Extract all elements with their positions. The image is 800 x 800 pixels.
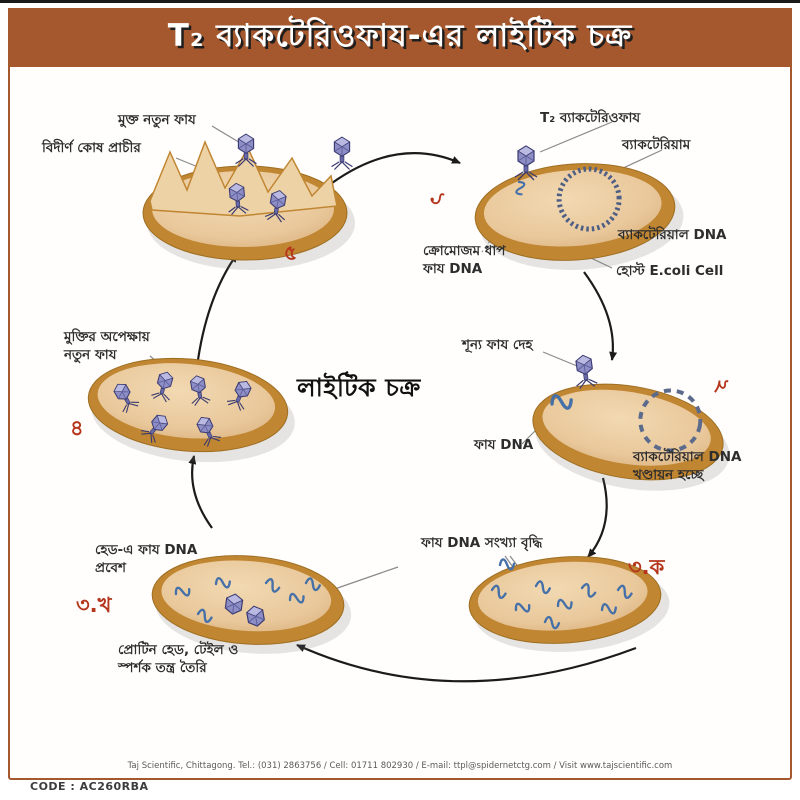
publisher-contact-line: Taj Scientific, Chittagong. Tel.: (031) …: [127, 761, 673, 771]
label-chromosome-phage-dna: ক্রোমোজম ধাপ ফায DNA: [423, 243, 506, 277]
label-empty-phage-body: শূন্য ফায দেহ: [462, 337, 533, 353]
label-phages-awaiting-release: মুক্তির অপেক্ষায় নতুন ফায: [64, 329, 150, 363]
label-dna-replication: ফায DNA সংখ্যা বৃদ্ধি: [421, 535, 543, 551]
cycle-arrows: [188, 152, 637, 683]
bacterial-dna-ring: [556, 166, 622, 232]
stage-3b-number: ৩.খ: [76, 593, 112, 617]
label-ruptured-cell-wall: বিদীর্ণ কোষ প্রাচীর: [42, 140, 141, 156]
bacterium-stage-1: [474, 163, 684, 270]
free-phage-icon: [332, 137, 353, 169]
fragmenting-dna-ring: [638, 388, 703, 453]
label-bacterium: ব্যাকটেরিয়াম: [622, 137, 691, 153]
label-protein-parts-made: প্রোটিন হেড, টেইল ও স্পর্শক তন্ত্র তৈরি: [118, 642, 239, 676]
window-top-edge: [0, 0, 800, 3]
arrow-2-to-3a: [587, 477, 608, 558]
label-dna-enters-head: হেড-এ ফায DNA প্রবেশ: [95, 542, 198, 576]
label-dna-fragmentation: ব্যাকটেরিয়াল DNA খণ্ডায়ন হচ্ছে: [633, 449, 742, 483]
bacterium-stage-2: [532, 383, 730, 491]
stage-4-number: ৪: [70, 416, 84, 440]
arrow-5-to-1: [331, 152, 461, 184]
label-host-ecoli-cell: হোস্ট E.coli Cell: [616, 263, 724, 279]
cycle-center-label: লাইটিক চক্র: [297, 373, 421, 402]
arrow-3a-to-3b: [296, 643, 637, 683]
ruptured-wall-spikes: [149, 140, 338, 217]
arrow-1-to-2: [583, 271, 618, 361]
stage-3a-number: ৩.ক: [628, 555, 665, 579]
burst-bacterium-stage-5: [142, 140, 355, 270]
poster-code: CODE : AC260RBA: [30, 780, 149, 793]
poster-title: T₂ ব্যাকটেরিওফায-এর লাইটিক চক্র: [167, 17, 633, 54]
bacterium-stage-4: [87, 357, 295, 463]
label-free-new-phage: মুক্ত নতুন ফায: [118, 112, 196, 128]
label-phage-dna: ফায DNA: [474, 437, 534, 453]
empty-phage-body-icon: [572, 354, 597, 389]
label-bacterial-dna: ব্যাকটেরিয়াল DNA: [618, 227, 727, 243]
label-t2-bacteriophage: T₂ ব্যাকটেরিওফায: [540, 110, 641, 126]
poster-title-bar: T₂ ব্যাকটেরিওফায-এর লাইটিক চক্র: [8, 8, 792, 67]
arrow-3b-to-4: [188, 455, 213, 529]
arrow-4-to-5: [195, 253, 238, 368]
